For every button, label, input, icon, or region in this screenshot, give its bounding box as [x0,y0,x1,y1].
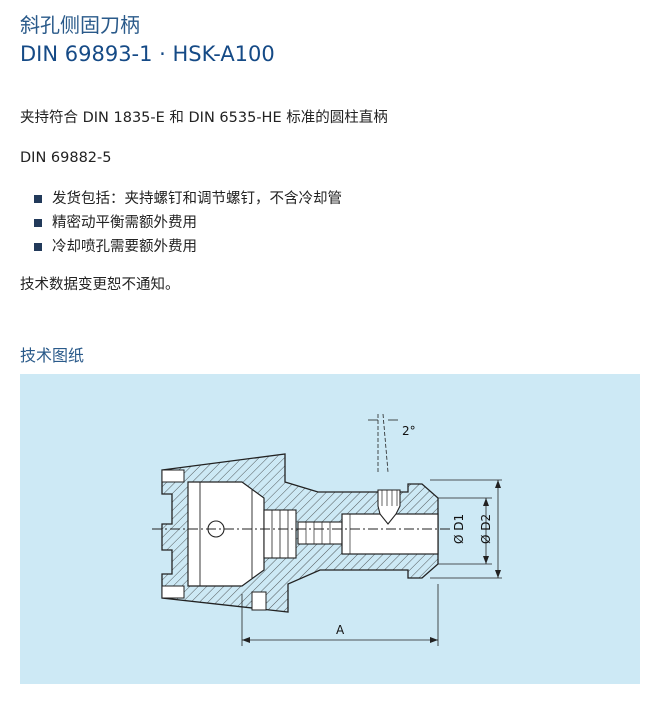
clamping-description: 夹持符合 DIN 1835-E 和 DIN 6535-HE 标准的圆柱直柄 [20,110,388,126]
drive-slot-top [161,469,185,483]
page-title: 斜孔侧固刀柄 [20,13,140,37]
adjustment-screw [297,521,343,545]
tool-holder-drawing: 2° Ø D1 Ø D2 A [152,413,502,646]
drive-slot-bottom [161,585,185,599]
list-item: 冷却喷孔需要额外费用 [34,235,342,259]
coolant-port [251,591,267,611]
standard-reference: DIN 69882-5 [20,150,112,166]
angle-label: 2° [402,424,416,438]
list-item: 发货包括：夹持螺钉和调节螺钉，不含冷却管 [34,187,342,211]
product-standard-code: DIN 69893-1 · HSK-A100 [20,42,275,66]
disclaimer-note: 技术数据变更恕不通知。 [20,277,180,293]
d1-label: Ø D1 [452,514,466,544]
list-item: 精密动平衡需额外费用 [34,211,342,235]
d2-label: Ø D2 [479,514,493,544]
feature-list: 发货包括：夹持螺钉和调节螺钉，不含冷却管 精密动平衡需额外费用 冷却喷孔需要额外… [34,187,342,259]
section-heading-technical-drawing: 技术图纸 [20,346,85,365]
hsk-bore [187,481,265,587]
a-label: A [336,623,345,637]
technical-drawing: 2° Ø D1 Ø D2 A [20,374,640,684]
clamping-screw [377,489,401,525]
